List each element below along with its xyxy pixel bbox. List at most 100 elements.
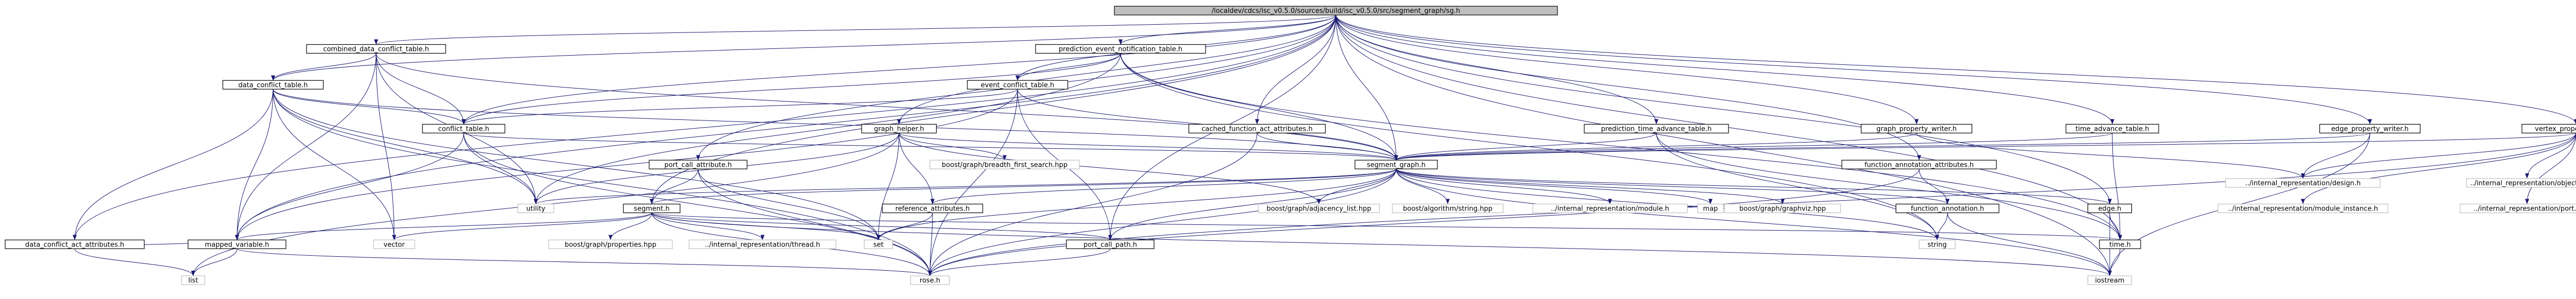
node-module[interactable]: ../internal_representation/module.h	[1532, 203, 1688, 214]
node-label: combined_data_conflict_table.h	[323, 46, 429, 54]
node-segment[interactable]: segment.h	[623, 203, 681, 214]
edge-cached-to-segmentgraph	[1257, 133, 1398, 161]
node-box	[2466, 178, 2576, 188]
node-label: boost/algorithm/string.hpp	[1403, 205, 1493, 213]
node-map[interactable]: map	[1697, 203, 1724, 214]
node-vector[interactable]: vector	[373, 239, 415, 249]
node-thread[interactable]: ../internal_representation/thread.h	[688, 239, 837, 249]
node-predtime[interactable]: prediction_time_advance_table.h	[1584, 124, 1729, 134]
edge-segment-to-timeh	[651, 213, 2122, 240]
node-graphviz[interactable]: boost/graph/graphviz.hpp	[1724, 203, 1841, 214]
edge-graphhelper-to-set	[876, 133, 900, 240]
edge-conflict-to-rose	[463, 133, 932, 276]
edge-funcannattr-to-funcann	[1919, 169, 1950, 204]
edge-root-to-segmentgraph	[1335, 15, 1398, 161]
node-set[interactable]: set	[863, 239, 893, 249]
node-funcann[interactable]: function_annotation.h	[1895, 203, 1999, 214]
node-box	[1354, 160, 1438, 169]
node-algostring[interactable]: boost/algorithm/string.hpp	[1392, 203, 1504, 214]
edge-segment-to-iostream	[651, 213, 2112, 276]
node-box	[2087, 203, 2132, 214]
node-root: /localdev/cdcs/isc_v0.5.0/sources/build/…	[1114, 6, 1558, 15]
edge-graphhelper-to-adjlist	[899, 133, 1321, 204]
edge-dataconflict-to-dcactattr	[73, 89, 274, 240]
edge-predtime-to-timeh	[1656, 133, 2122, 240]
node-box	[2087, 275, 2132, 285]
edge-funcann-to-iostream	[1947, 213, 2112, 276]
node-label: ../internal_representation/port.h	[2473, 205, 2576, 213]
node-box	[1724, 203, 1841, 214]
edge-segmentgraph-to-algostring	[1396, 169, 1450, 204]
node-utility[interactable]: utility	[517, 203, 554, 214]
node-box	[1895, 203, 1999, 214]
node-combined[interactable]: combined_data_conflict_table.h	[306, 44, 446, 54]
edge-timeh-to-iostream	[2108, 249, 2121, 276]
node-eventconflict[interactable]: event_conflict_table.h	[967, 80, 1069, 90]
node-modinst[interactable]: ../internal_representation/module_instan…	[2217, 203, 2388, 214]
edge-segmentgraph-to-graphviz	[1396, 168, 1785, 204]
node-segmentgraph[interactable]: segment_graph.h	[1354, 160, 1438, 169]
node-label: map	[1703, 205, 1718, 213]
node-design[interactable]: ../internal_representation/design.h	[2225, 178, 2381, 188]
edge-mappedvar-to-list	[191, 249, 238, 276]
node-box	[422, 124, 505, 134]
edge-predtime-to-segmentgraph	[1394, 133, 1657, 161]
node-graphhelper[interactable]: graph_helper.h	[861, 124, 937, 134]
node-label: segment_graph.h	[1367, 161, 1426, 169]
node-prediction[interactable]: prediction_event_notification_table.h	[1035, 44, 1206, 54]
edge-dcactattr-to-list	[74, 249, 195, 276]
node-vertexprop[interactable]: vertex_property_writer.h	[2521, 124, 2576, 134]
edge-combined-to-conflict	[376, 53, 466, 125]
node-porth[interactable]: ../internal_representation/port.h	[2460, 203, 2576, 214]
node-funcannattr[interactable]: function_annotation_attributes.h	[1841, 160, 1997, 169]
node-bfs[interactable]: boost/graph/breadth_first_search.hpp	[929, 160, 1080, 169]
node-label: list	[188, 277, 198, 285]
edge-segmentgraph-to-edgeh	[1396, 168, 2112, 204]
node-edgeprop[interactable]: edge_property_writer.h	[2319, 124, 2421, 134]
node-adjlist[interactable]: boost/graph/adjacency_list.hpp	[1258, 203, 1380, 214]
node-graphprop[interactable]: graph_property_writer.h	[1860, 124, 1973, 134]
edge-portcallattr-to-rose	[698, 169, 932, 276]
node-portcallpath[interactable]: port_call_path.h	[1066, 239, 1155, 249]
node-label: time.h	[2109, 241, 2131, 249]
node-edgeh[interactable]: edge.h	[2087, 203, 2132, 214]
node-box	[623, 203, 681, 214]
node-box	[688, 239, 837, 249]
node-list[interactable]: list	[181, 275, 206, 285]
edge-segment-to-mappedvar	[235, 213, 652, 240]
node-box	[1114, 6, 1558, 15]
node-conflict[interactable]: conflict_table.h	[422, 124, 505, 134]
edge-graphhelper-to-segmentgraph	[899, 133, 1398, 161]
node-timeh[interactable]: time.h	[2099, 239, 2141, 249]
node-portcallattr[interactable]: port_call_attribute.h	[649, 160, 748, 169]
node-box	[2217, 203, 2388, 214]
edge-root-to-graphprop	[1335, 15, 1919, 125]
node-object[interactable]: ../internal_representation/object.h	[2466, 178, 2576, 188]
edge-dataconflict-to-utility	[273, 89, 538, 204]
edge-segmentgraph-to-segment	[650, 168, 1397, 204]
edge-prediction-to-conflict	[462, 53, 1121, 125]
edge-root-to-combined	[374, 14, 1336, 45]
node-rose[interactable]: rose.h	[910, 275, 950, 285]
edge-graphhelper-to-bfs	[899, 133, 1007, 161]
node-properties[interactable]: boost/graph/properties.hpp	[548, 239, 673, 249]
node-string[interactable]: string	[1919, 239, 1956, 249]
node-label: cached_function_act_attributes.h	[1201, 126, 1312, 133]
edge-edgeprop-to-design	[2301, 133, 2370, 179]
edge-vertexprop-to-segmentgraph	[1394, 133, 2576, 161]
node-label: graph_helper.h	[874, 126, 924, 133]
node-timeadv[interactable]: time_advance_table.h	[2065, 124, 2159, 134]
node-dcactattr[interactable]: data_conflict_act_attributes.h	[5, 239, 145, 249]
node-dataconflict[interactable]: data_conflict_table.h	[222, 80, 324, 90]
node-mappedvar[interactable]: mapped_variable.h	[188, 239, 286, 249]
edge-refattr-to-set	[876, 213, 933, 240]
node-label: graph_property_writer.h	[1876, 126, 1957, 133]
node-refattr[interactable]: reference_attributes.h	[882, 203, 984, 214]
node-box	[882, 203, 984, 214]
node-iostream[interactable]: iostream	[2087, 275, 2132, 285]
node-box	[5, 239, 145, 249]
node-cached[interactable]: cached_function_act_attributes.h	[1188, 124, 1326, 134]
node-box	[2460, 203, 2576, 214]
edge-vertexprop-to-object	[2525, 133, 2576, 179]
